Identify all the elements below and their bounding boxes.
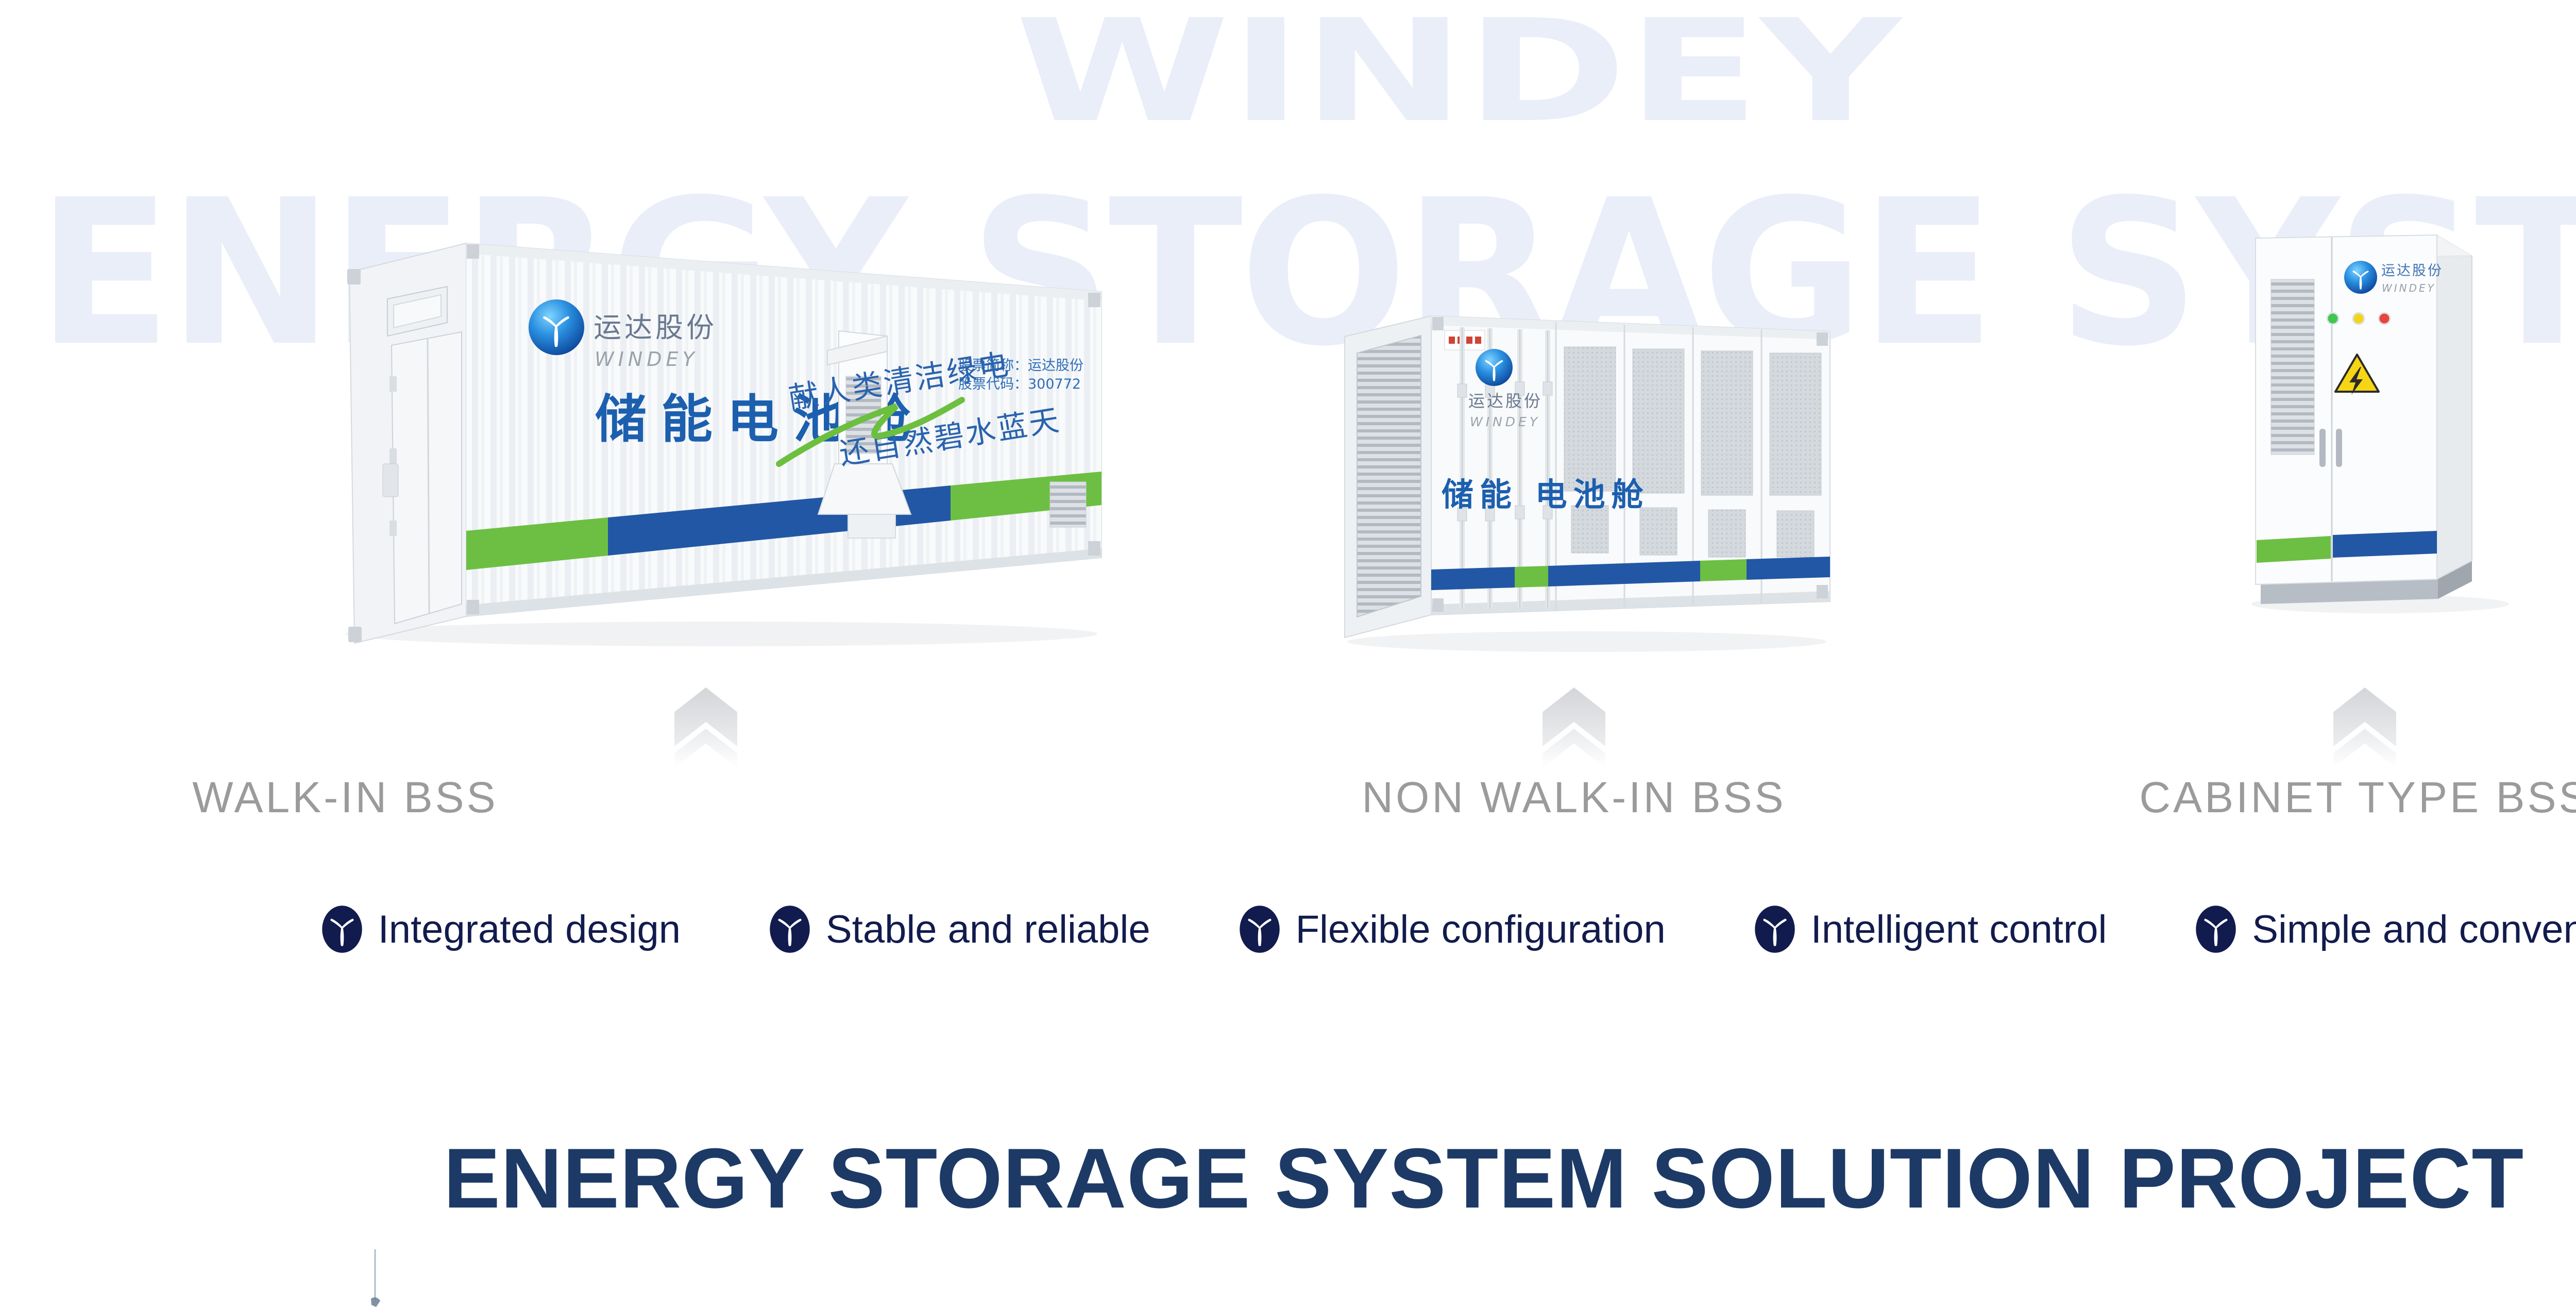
feature-label: Intelligent control [1810,907,2107,951]
indicator-lights [2326,312,2391,325]
turbine-badge-icon [321,906,362,953]
feature-list: Integrated design Stable and reliable Fl… [0,903,2576,956]
feature-label: Simple and convenient [2252,907,2576,951]
door-lock-rods [1460,327,1550,609]
feature-item-simple-convenient: Simple and convenient [2193,903,2576,956]
feature-label: Integrated design [378,907,681,951]
cabinet-base-side [2438,559,2472,599]
stock-code-text: 股票代码：300772 [958,376,1081,392]
red-sign-marks [1449,337,1481,344]
cabinet-front-face [2255,234,2437,585]
product-label-walk-in-bss: WALK-IN BSS [192,773,498,822]
product-image-non-walk-in-bss[interactable]: 运达股份 WINDEY 储能 电池舱 [1340,281,1844,657]
turbine-badge-icon [770,906,810,953]
product-image-cabinet-type-bss[interactable]: 运达股份 WINDEY [2231,206,2530,618]
door-handle-left [2319,429,2326,467]
wind-turbine-mast [371,1249,380,1307]
chevron-up-icon [2333,687,2396,768]
windey-logo: 运达股份 WINDEY [529,299,717,371]
rod-brackets [1457,381,1553,522]
shadow [345,622,1097,646]
section-heading: ENERGY STORAGE SYSTEM SOLUTION PROJECT [443,1131,2524,1226]
green-swoosh [776,397,965,467]
shadow [1347,631,1826,652]
feature-item-flexible-configuration: Flexible configuration [1237,903,1666,956]
product-label-cabinet-type-bss: CABINET TYPE BSS [2139,773,2576,822]
feature-item-intelligent-control: Intelligent control [1752,903,2107,956]
green-light [2326,312,2340,325]
product-image-walk-in-bss[interactable]: 运达股份 WINDEY 储能电池舱 股票简称：运达股份 股票代码：300772 … [340,222,1108,655]
chevron-up-icon [1543,687,1605,768]
door-louver-vent [2270,279,2315,455]
brand-name-cn: 运达股份 [1468,391,1543,411]
brand-name-en: WINDEY [595,348,699,371]
turbine-badge-icon [1239,906,1280,953]
feature-item-stable-reliable: Stable and reliable [767,903,1150,956]
turbine-badge-icon [2196,906,2236,953]
stock-name-text: 股票简称：运达股份 [958,358,1083,374]
feature-item-integrated-design: Integrated design [319,903,681,956]
brand-name-cn: 运达股份 [594,311,717,344]
yellow-light [2352,312,2365,325]
feature-label: Stable and reliable [826,907,1150,951]
turbine-badge-icon [1755,906,1795,953]
cabinet-side-face [2436,235,2472,580]
windey-logo: 运达股份 WINDEY [1468,349,1543,429]
windey-logo: 运达股份 WINDEY [2344,261,2443,294]
high-voltage-warning-icon [2334,354,2380,395]
product-label-non-walk-in-bss: NON WALK-IN BSS [1362,773,1786,822]
container-end-face [347,242,467,644]
feature-label: Flexible configuration [1295,907,1666,951]
module-mesh-vents [1564,346,1822,558]
watermark-line-1: WINDEY [1014,0,1902,154]
end-louver [1049,481,1087,528]
panel-text-cn: 储能 电池舱 [1442,476,1650,513]
chevron-up-icon [674,687,737,768]
brand-name-cn: 运达股份 [2381,263,2443,279]
door-handle-right [2336,429,2342,467]
brand-name-en: WINDEY [1470,414,1540,429]
brand-name-en: WINDEY [2382,282,2436,294]
red-light [2378,312,2391,325]
container-front-face [1431,315,1831,616]
container-left-vent-face [1344,315,1432,639]
container-side-face [466,242,1102,617]
